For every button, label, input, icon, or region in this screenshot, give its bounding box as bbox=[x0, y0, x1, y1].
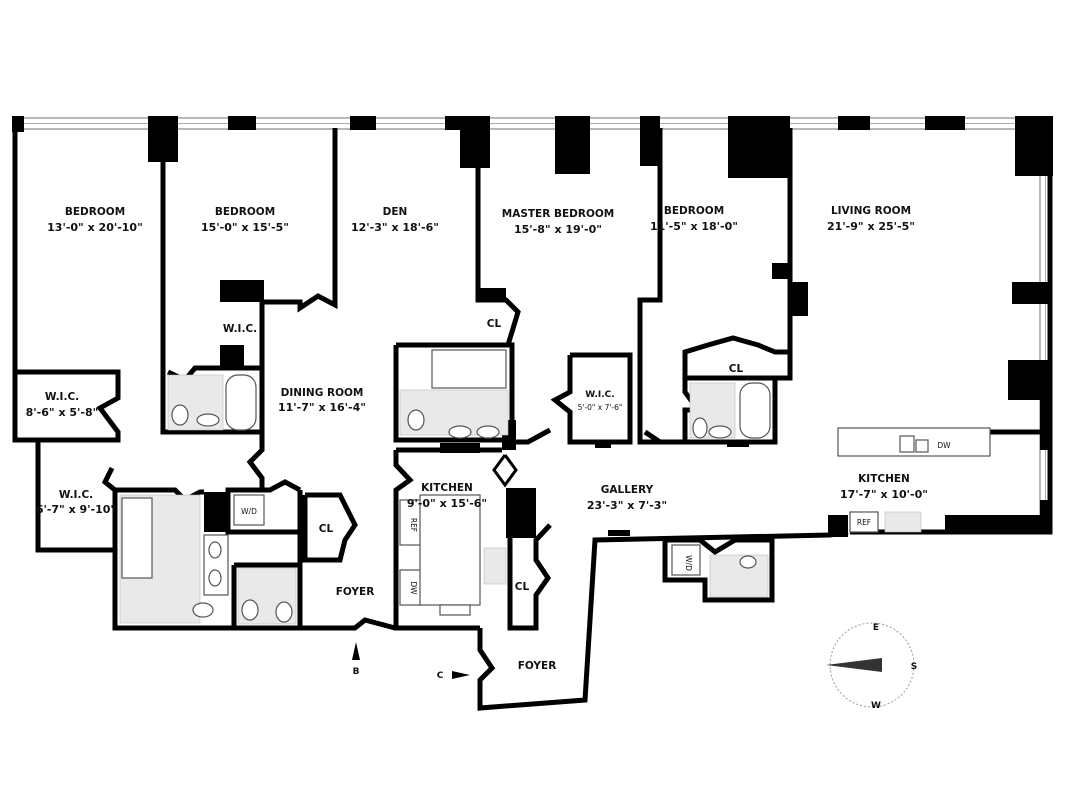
compass-s: S bbox=[911, 662, 917, 672]
fixtures bbox=[119, 349, 991, 625]
washer-dryer-label: W/D bbox=[241, 507, 257, 516]
dishwasher-label: DW bbox=[937, 441, 951, 450]
closet-labels: CL CL CL CL bbox=[319, 318, 744, 593]
dishwasher-label: DW bbox=[409, 581, 418, 595]
closet-label: CL bbox=[319, 523, 334, 535]
room-dims: 23'-3" x 7'-3" bbox=[587, 499, 667, 512]
compass-needle-icon bbox=[826, 658, 882, 672]
fixture-labels: W/D W/D REF REF DW DW bbox=[241, 441, 951, 595]
compass-w: W bbox=[871, 701, 881, 711]
room-name: LIVING ROOM bbox=[831, 205, 911, 217]
compass-e: E bbox=[873, 623, 879, 633]
room-dims: 12'-3" x 18'-6" bbox=[351, 221, 439, 234]
room-dims: 15'-0" x 15'-5" bbox=[201, 221, 289, 234]
refrigerator-label: REF bbox=[409, 518, 418, 532]
refrigerator-label: REF bbox=[857, 518, 871, 527]
compass-ring-icon bbox=[829, 622, 915, 708]
room-dims: 8'-6" x 5'-8" bbox=[26, 406, 99, 419]
exterior-windows bbox=[13, 117, 1052, 531]
room-dims: 6'-7" x 9'-10" bbox=[36, 503, 116, 516]
room-dims: 9'-0" x 15'-6" bbox=[407, 497, 487, 510]
room-labels: BEDROOM 13'-0" x 20'-10" BEDROOM 15'-0" … bbox=[26, 205, 928, 672]
room-name: W.I.C. bbox=[45, 391, 79, 403]
entry-arrow-b-icon bbox=[352, 642, 360, 660]
room-dims: 5'-0" x 7'-6" bbox=[578, 403, 623, 412]
room-dims: 11'-7" x 16'-4" bbox=[278, 401, 366, 414]
room-name: DEN bbox=[383, 206, 408, 218]
room-name: W.I.C. bbox=[585, 390, 614, 400]
walls bbox=[12, 128, 1053, 711]
compass: E S W bbox=[826, 622, 917, 711]
room-name: BEDROOM bbox=[65, 206, 125, 218]
room-name: KITCHEN bbox=[858, 473, 910, 485]
room-name: FOYER bbox=[518, 660, 557, 672]
room-name: W.I.C. bbox=[223, 323, 257, 335]
room-name: W.I.C. bbox=[59, 489, 93, 501]
room-dims: 17'-7" x 10'-0" bbox=[840, 488, 928, 501]
entry-arrow-c-icon bbox=[452, 671, 470, 679]
entry-markers: B C bbox=[352, 642, 470, 681]
closet-label: CL bbox=[729, 363, 744, 375]
room-name: KITCHEN bbox=[421, 482, 473, 494]
room-dims: 15'-8" x 19'-0" bbox=[514, 223, 602, 236]
room-name: BEDROOM bbox=[215, 206, 275, 218]
room-name: GALLERY bbox=[601, 484, 654, 496]
room-name: MASTER BEDROOM bbox=[502, 208, 615, 220]
closet-label: CL bbox=[487, 318, 502, 330]
room-dims: 13'-0" x 20'-10" bbox=[47, 221, 143, 234]
washer-dryer-label: W/D bbox=[684, 555, 693, 571]
room-dims: 21'-9" x 25'-5" bbox=[827, 220, 915, 233]
entry-label-c: C bbox=[437, 671, 444, 681]
room-dims: 11'-5" x 18'-0" bbox=[650, 220, 738, 233]
room-name: FOYER bbox=[336, 586, 375, 598]
closet-label: CL bbox=[515, 581, 530, 593]
room-name: DINING ROOM bbox=[281, 387, 364, 399]
entry-label-b: B bbox=[353, 667, 360, 677]
room-name: BEDROOM bbox=[664, 205, 724, 217]
